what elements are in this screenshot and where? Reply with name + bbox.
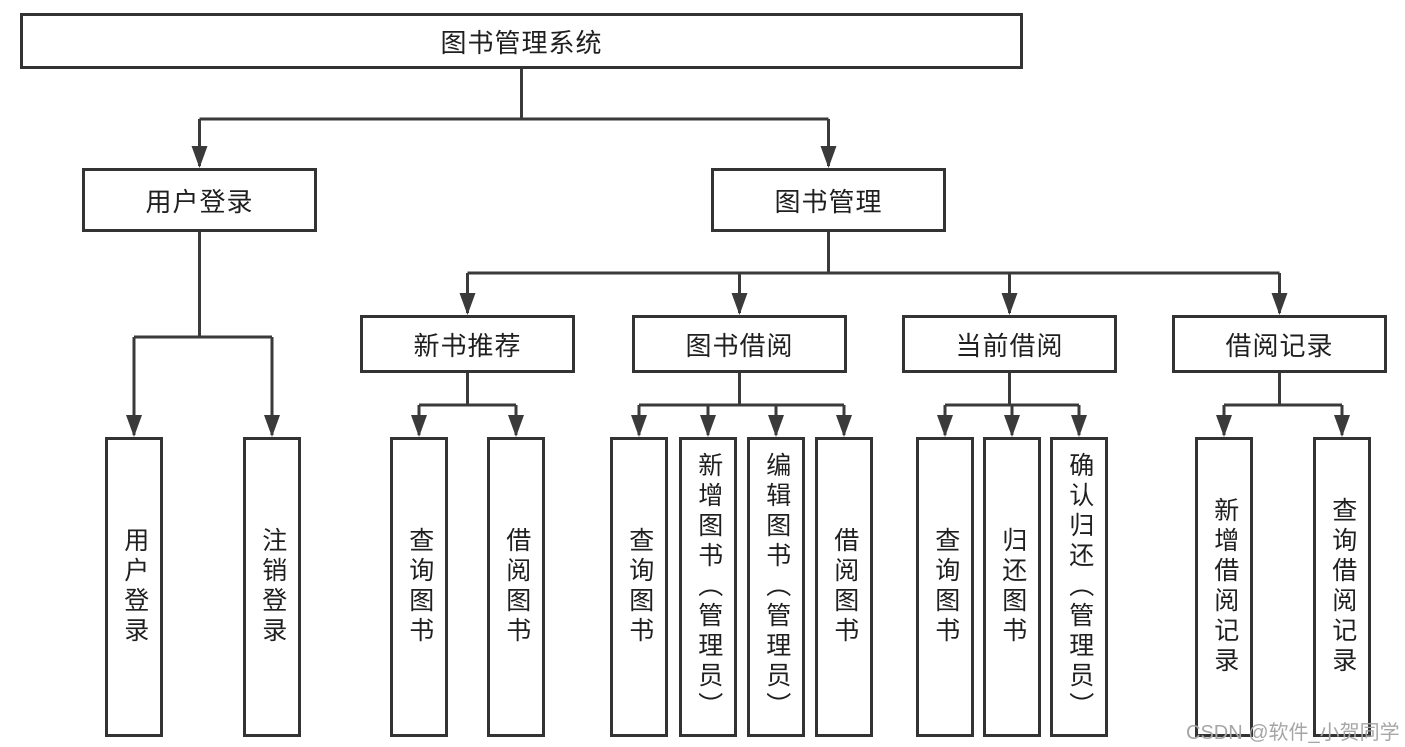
arrowhead (1071, 415, 1087, 437)
edge-book-borrowing-children (637, 373, 846, 435)
csdn-watermark: CSDN @软件_小贺同学 (1186, 722, 1400, 744)
leaf-query-books-current: 查询图书 (916, 437, 974, 737)
arrowhead (820, 146, 837, 168)
node-library-management-system: 图书管理系统 (20, 13, 1023, 69)
arrowhead (1001, 293, 1018, 315)
leaf-logout: 注销登录 (243, 437, 301, 737)
arrowhead (937, 415, 953, 437)
arrowhead (191, 146, 208, 168)
leaf-borrow-books-recommend: 借阅图书 (487, 437, 545, 737)
arrowhead (731, 293, 748, 315)
node-borrowing-records: 借阅记录 (1172, 315, 1387, 373)
leaf-query-books-recommend: 查询图书 (390, 437, 448, 737)
edge-user-login-children (132, 232, 274, 435)
node-user-login: 用户登录 (82, 168, 317, 232)
arrowhead (264, 415, 280, 437)
leaf-query-books-borrowing: 查询图书 (610, 437, 668, 737)
arrowhead (459, 293, 476, 315)
leaf-user-login: 用户登录 (105, 437, 163, 737)
node-book-borrowing: 图书借阅 (632, 315, 847, 373)
leaf-add-books-admin: 新增图书（管理员） (679, 437, 737, 737)
node-new-book-recommend: 新书推荐 (360, 315, 575, 373)
arrowhead (631, 415, 647, 437)
arrowhead (836, 415, 852, 437)
edge-borrowing-records-children (1222, 373, 1344, 435)
arrowhead (700, 415, 716, 437)
leaf-edit-books-admin: 编辑图书（管理员） (747, 437, 805, 737)
node-book-management: 图书管理 (711, 168, 946, 232)
leaf-return-books: 归还图书 (983, 437, 1041, 737)
arrowhead (126, 415, 142, 437)
arrowhead (1271, 293, 1288, 315)
node-current-borrowing: 当前借阅 (902, 315, 1117, 373)
leaf-confirm-return-admin: 确认归还（管理员） (1050, 437, 1108, 737)
edge-root-to-level2 (198, 69, 830, 166)
leaf-add-borrow-record: 新增借阅记录 (1195, 437, 1253, 737)
edge-new-book-recommend-children (417, 373, 518, 435)
arrowhead (1004, 415, 1020, 437)
leaf-query-borrow-record: 查询借阅记录 (1313, 437, 1371, 737)
edge-book-management-children (466, 232, 1281, 313)
arrowhead (1216, 415, 1232, 437)
arrowheads (126, 146, 1350, 437)
arrowhead (1334, 415, 1350, 437)
arrowhead (508, 415, 524, 437)
arrowhead (768, 415, 784, 437)
leaf-borrow-books-borrowing: 借阅图书 (815, 437, 873, 737)
arrowhead (411, 415, 427, 437)
